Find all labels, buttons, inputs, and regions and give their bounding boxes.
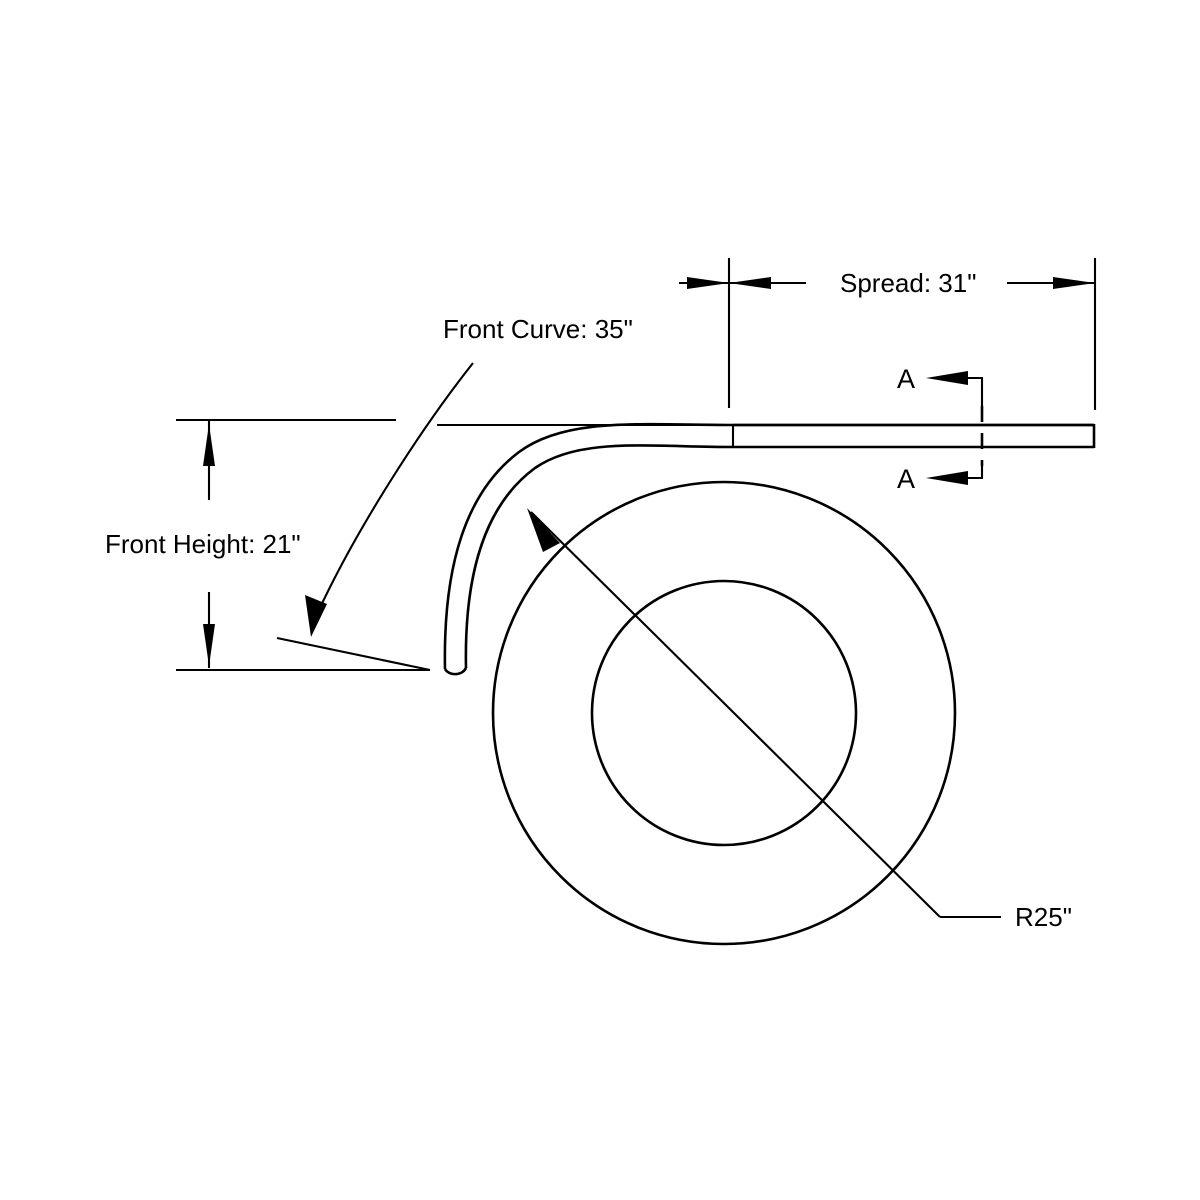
front-height-upper-arrowhead <box>203 424 215 466</box>
spread-inner-left-arrowhead <box>729 277 771 289</box>
front-height-lower-arrowhead <box>203 624 215 666</box>
coil-outer-circle <box>491 480 957 946</box>
spread-dimension: Spread: 31" <box>679 258 1097 410</box>
section-letter-bottom: A <box>897 464 915 494</box>
front-height-label: Front Height: 21" <box>105 529 301 559</box>
front-curve-leader-curve <box>317 362 474 613</box>
tail-inner-face <box>464 444 1094 669</box>
section-a-a-group: A A <box>897 364 984 494</box>
front-height-dimension: Front Height: 21" <box>105 418 430 672</box>
coil-inner-circle <box>590 579 858 847</box>
tail-tip-cap <box>443 667 468 676</box>
section-letter-top: A <box>897 364 915 394</box>
front-curve-label: Front Curve: 35" <box>443 314 633 344</box>
spread-right-arrowhead <box>1053 277 1095 289</box>
section-top-arrowhead <box>926 371 968 385</box>
radius-label: R25" <box>1015 902 1072 932</box>
radius-dimension: R25" <box>527 508 1072 932</box>
front-curve-tangent-line <box>276 636 431 672</box>
coil-circles-group <box>491 480 957 946</box>
front-curve-dimension: Front Curve: 35" <box>276 314 633 672</box>
section-bottom-arrowhead <box>926 471 968 485</box>
front-curve-arrowhead <box>305 595 327 637</box>
spread-left-outside-arrowhead <box>687 277 729 289</box>
radius-leader-line <box>530 511 941 918</box>
radius-arrowhead <box>527 508 560 552</box>
spread-label: Spread: 31" <box>840 268 976 298</box>
